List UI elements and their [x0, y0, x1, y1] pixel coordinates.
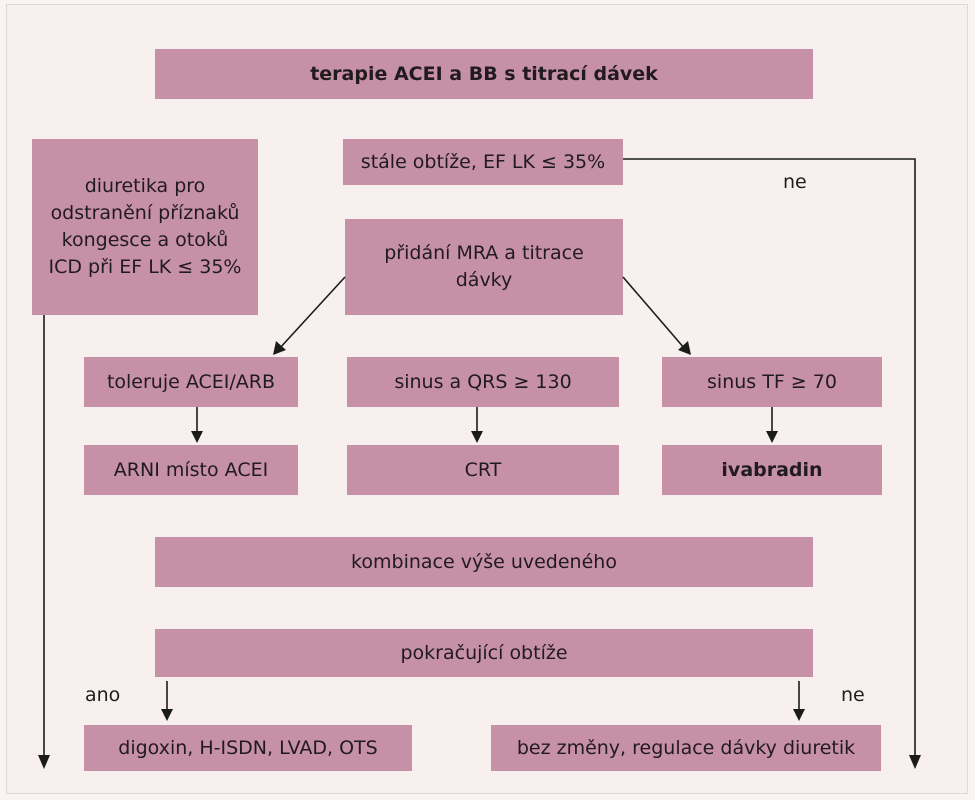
arni-box: ARNI místo ACEI	[84, 445, 298, 495]
no-change-box: bez změny, regulace dávky diuretik	[491, 725, 881, 771]
diuretics-line-4: ICD při EF LK ≤ 35%	[48, 255, 242, 278]
add-mra-box: přidání MRA a titrace dávky	[345, 219, 623, 315]
continuing-text: pokračující obtíže	[400, 641, 568, 664]
combination-box: kombinace výše uvedeného	[155, 537, 813, 587]
digoxin-box: digoxin, H-ISDN, LVAD, OTS	[84, 725, 412, 771]
connector-arrows	[38, 158, 921, 769]
sinus-qrs-box: sinus a QRS ≥ 130	[347, 357, 619, 407]
ne-bottom-label: ne	[841, 684, 865, 706]
tolerate-text: toleruje ACEI/ARB	[106, 370, 276, 393]
add-mra-line-1: přidání MRA a titrace	[384, 242, 584, 265]
start-box: terapie ACEI a BB s titrací dávek	[155, 49, 813, 99]
sinus-tf-box: sinus TF ≥ 70	[662, 357, 882, 407]
ne-top-label: ne	[783, 171, 807, 193]
ivabradin-box: ivabradin	[662, 445, 882, 495]
diuretics-line-3: kongesce a otoků	[61, 229, 229, 251]
diuretics-line-2: odstranění příznaků	[50, 202, 240, 225]
sinus-tf-text: sinus TF ≥ 70	[707, 370, 837, 393]
connector-mra-right	[622, 276, 686, 350]
arrowhead-left-bottom	[38, 755, 50, 769]
diagram-frame: terapie ACEI a BB s titrací dávek diuret…	[6, 4, 968, 794]
no-change-text: bez změny, regulace dávky diuretik	[516, 736, 856, 759]
arrowhead-ne-bottom	[793, 709, 805, 721]
arni-text: ARNI místo ACEI	[113, 458, 269, 481]
ivabradin-text: ivabradin	[721, 458, 823, 481]
arrowhead-mra-right	[678, 341, 691, 355]
arrowhead-mra-left	[273, 341, 286, 355]
arrowhead-right-bottom	[909, 755, 921, 769]
tolerate-box: toleruje ACEI/ARB	[84, 357, 298, 407]
arrowhead-ano	[161, 709, 173, 721]
crt-box: CRT	[347, 445, 619, 495]
sinus-qrs-text: sinus a QRS ≥ 130	[394, 370, 572, 393]
continuing-box: pokračující obtíže	[155, 629, 813, 677]
persist-ef-box: stále obtíže, EF LK ≤ 35%	[343, 139, 623, 185]
arrowhead-qrs-crt	[471, 431, 483, 443]
combination-text: kombinace výše uvedeného	[351, 550, 617, 573]
diuretics-box: diuretika pro odstranění příznaků konges…	[32, 139, 258, 315]
connector-mra-left	[278, 276, 346, 350]
start-text: terapie ACEI a BB s titrací dávek	[310, 62, 658, 85]
diuretics-line-1: diuretika pro	[84, 175, 206, 198]
digoxin-text: digoxin, H-ISDN, LVAD, OTS	[118, 736, 378, 759]
crt-text: CRT	[464, 458, 502, 481]
arrowhead-tf-ivabradin	[766, 431, 778, 443]
persist-ef-text: stále obtíže, EF LK ≤ 35%	[360, 150, 606, 173]
arrowhead-tolerate-arni	[191, 431, 203, 443]
add-mra-line-2: dávky	[455, 269, 513, 291]
connector-ne-right	[623, 158, 916, 757]
ano-label: ano	[85, 684, 121, 706]
